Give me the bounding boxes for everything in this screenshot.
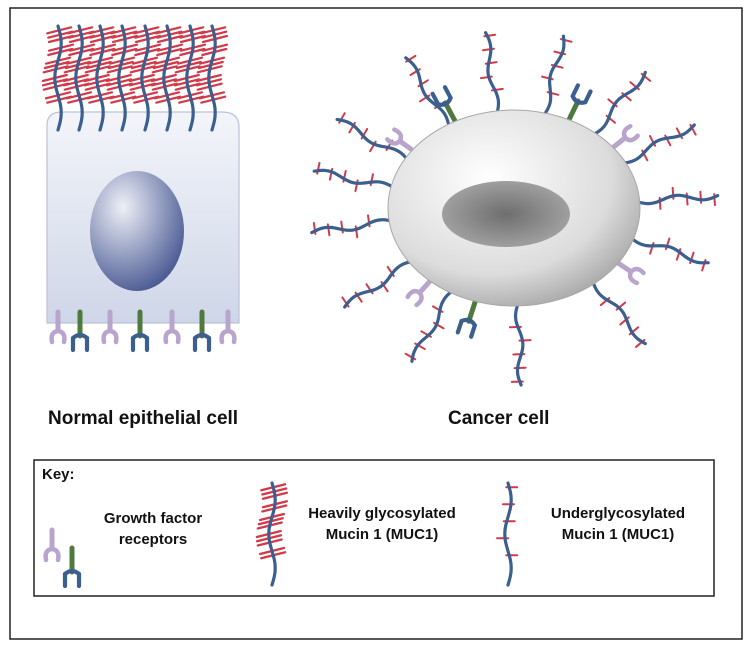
mucin-core: [406, 58, 449, 128]
receptor-head: [52, 331, 65, 342]
mucin-core: [486, 33, 499, 114]
epithelial-nucleus: [90, 171, 184, 291]
normal-epithelial-cell: [43, 26, 239, 350]
normal-cell-label: Normal epithelial cell: [48, 408, 238, 430]
receptor-head: [222, 331, 235, 342]
receptor-head: [571, 85, 590, 105]
cancer-mucin-4: [622, 125, 696, 163]
heavy-mucin-label-line2: Mucin 1 (MUC1): [292, 524, 472, 545]
receptors-label: Growth factor receptors: [88, 508, 218, 550]
mucin-core: [622, 125, 694, 163]
under-mucin-label: Underglycosylated Mucin 1 (MUC1): [528, 503, 708, 545]
cancer-cell: [312, 33, 718, 385]
cancer-mucin-8: [510, 303, 531, 385]
key-title: Key:: [42, 464, 75, 485]
cancer-mucin-10: [342, 261, 412, 307]
cancer-mucin-13: [337, 113, 408, 160]
mucin-core: [593, 72, 646, 135]
receptor-head: [166, 331, 179, 342]
receptor-head: [458, 318, 476, 337]
cancer-mucin-3: [593, 72, 651, 135]
cancer-mucin-2: [542, 36, 572, 116]
under-mucin-label-line2: Mucin 1 (MUC1): [528, 524, 708, 545]
cancer-mucin-11: [312, 215, 393, 237]
mucin-core: [314, 170, 394, 188]
mucin-core: [516, 303, 523, 385]
cancer-mucin-5: [636, 188, 718, 209]
cancer-mucin-1: [481, 33, 503, 114]
cancer-mucin-14: [406, 56, 449, 128]
cancer-mucin-12: [314, 163, 394, 191]
mucin-core: [345, 261, 413, 307]
cancer-cell-label: Cancer cell: [448, 408, 549, 430]
mucin-core: [636, 195, 718, 203]
mucin-core: [544, 36, 564, 116]
receptors-label-line2: receptors: [88, 529, 218, 550]
cancer-nucleus: [442, 181, 570, 247]
receptor-stem: [469, 298, 476, 321]
mucin-core: [312, 220, 393, 233]
heavy-mucin-label: Heavily glycosylated Mucin 1 (MUC1): [292, 503, 472, 545]
receptor-stem: [568, 101, 579, 123]
cancer-mucin-7: [593, 281, 646, 347]
receptor-head: [104, 331, 117, 342]
receptors-label-line1: Growth factor: [88, 508, 218, 529]
cancer-mucin-9: [406, 290, 453, 361]
under-mucin-label-line1: Underglycosylated: [528, 503, 708, 524]
cancer-mucin-6: [630, 237, 708, 270]
mucin-core: [593, 281, 646, 344]
heavy-mucin-label-line1: Heavily glycosylated: [292, 503, 472, 524]
